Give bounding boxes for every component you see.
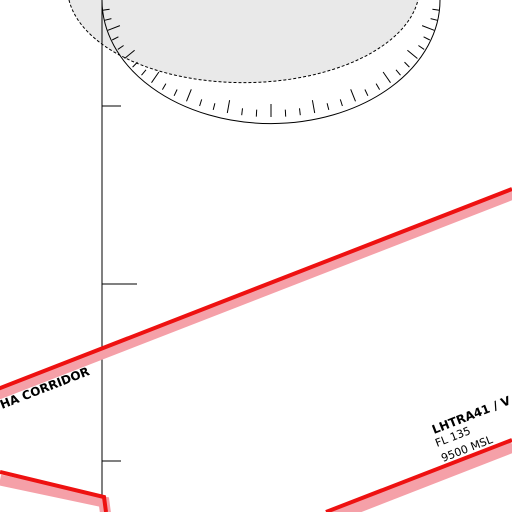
compass-shaded-disc [69,0,418,83]
compass-tick [117,45,124,50]
compass-tick-marks [102,8,440,117]
compass-tick [102,8,110,11]
area-name-label: LHTRA41 / V [430,393,512,436]
area-lower-boundary-halo[interactable] [331,441,512,512]
compass-tick [199,99,203,107]
compass-tick [132,61,138,68]
airspace-boundaries [0,187,512,512]
compass-tick [326,103,330,111]
compass-tick [364,89,369,97]
compass-tick [226,100,231,114]
left-boundary[interactable] [0,470,108,512]
compass-tick [124,49,135,59]
compass-tick [311,100,316,114]
compass-tick [107,25,121,31]
compass-tick [350,89,356,102]
compass-tick [212,103,216,111]
compass-tick [151,71,160,83]
compass-tick [421,25,435,31]
compass-tick [395,69,401,76]
compass-rose [68,0,441,125]
compass-tick [418,45,425,50]
corridor-boundary[interactable] [0,187,512,392]
compass-tick [173,89,178,97]
corridor-boundary-halo[interactable] [0,188,512,400]
compass-tick [241,108,243,116]
compass-inner-dashed-ring [68,0,419,84]
compass-tick [430,18,438,21]
compass-tick [339,99,343,107]
compass-tick [382,71,391,83]
compass-tick [299,108,301,116]
compass-tick [375,83,381,90]
compass-tick [407,49,418,59]
compass-tick [141,69,147,76]
compass-tick [161,83,167,90]
compass-outer-ring [101,0,441,125]
compass-tick [111,36,119,41]
scale-line [101,0,137,512]
compass-tick [423,36,431,41]
area-lower-boundary[interactable] [325,438,512,512]
compass-tick [104,18,112,21]
compass-tick [186,89,192,102]
compass-tick [404,61,410,68]
compass-tick [432,8,440,11]
